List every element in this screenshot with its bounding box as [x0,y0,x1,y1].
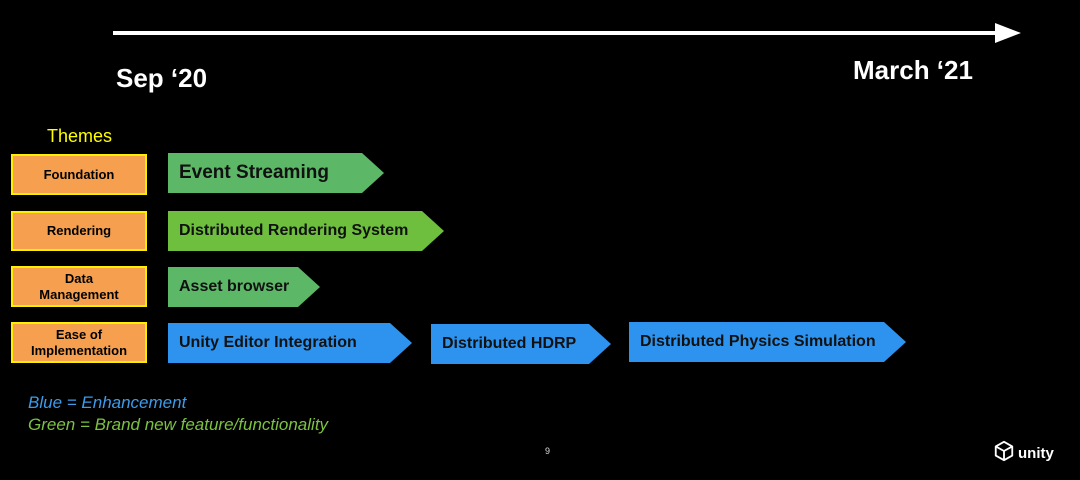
legend-green: Green = Brand new feature/functionality [28,415,329,434]
theme-label: Data Management [39,270,119,302]
roadmap-item-distributed-hdrp: Distributed HDRP [431,324,611,364]
roadmap-item-unity-editor-integration: Unity Editor Integration [168,323,412,363]
timeline-arrowhead-icon [995,23,1021,43]
roadmap-item-event-streaming: Event Streaming [168,153,384,193]
theme-box-rendering: Rendering [11,211,147,251]
theme-box-foundation: Foundation [11,154,147,195]
theme-label: Rendering [46,223,112,238]
roadmap-item-label: Unity Editor Integration [179,334,357,351]
roadmap-item-label: Distributed HDRP [442,335,577,352]
roadmap-item-distributed-rendering-system: Distributed Rendering System [168,211,444,251]
theme-label: Foundation [43,166,115,182]
unity-cube-icon [993,440,1015,467]
timeline-start-label: Sep ‘20 [116,63,208,93]
roadmap-item-label: Distributed Physics Simulation [640,333,876,350]
roadmap-item-asset-browser: Asset browser [168,267,320,307]
theme-box-ease-of-implementation: Ease of Implementation [11,322,147,363]
page-number: 9 [545,446,551,456]
timeline-end-label: March ‘21 [853,55,973,85]
roadmap-item-distributed-physics-simulation: Distributed Physics Simulation [629,322,906,362]
theme-label: Ease of Implementation [30,326,128,358]
roadmap-item-label: Distributed Rendering System [179,222,409,239]
roadmap-item-label: Asset browser [179,278,290,295]
theme-box-data-management: Data Management [11,266,147,307]
unity-logo: unity [993,440,1054,467]
roadmap-item-label: Event Streaming [179,162,329,183]
themes-heading: Themes [47,126,113,146]
unity-logo-text: unity [1018,445,1054,462]
timeline-line [113,31,998,35]
legend-blue: Blue = Enhancement [28,393,187,412]
